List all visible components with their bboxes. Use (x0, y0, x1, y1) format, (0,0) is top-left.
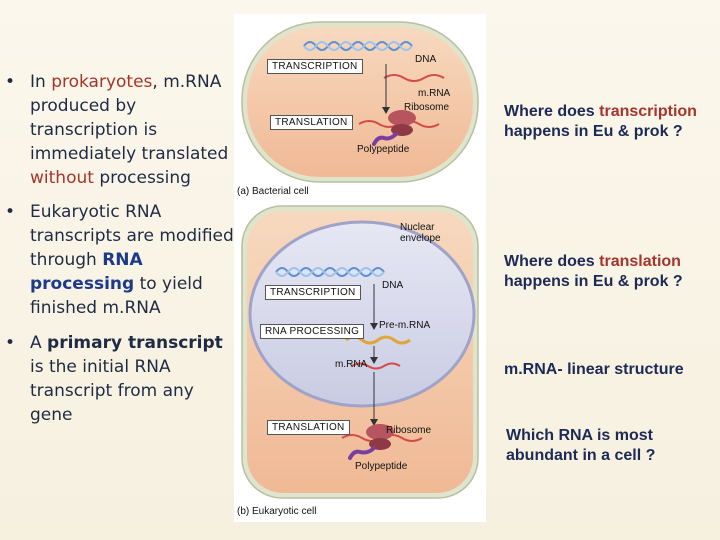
label-rna-processing: RNA PROCESSING (260, 324, 365, 339)
bullet-text: Eukaryotic RNA transcripts are modified … (30, 202, 234, 318)
label-nuclear-envelope: Nuclear envelope (400, 222, 441, 244)
label-euk-mrna: m.RNA (335, 359, 368, 370)
question-abundant-rna: Which RNA is most abundant in a cell ? (506, 427, 656, 464)
bacterial-mrna-strand (383, 74, 445, 82)
bullet-text: In prokaryotes, m.RNA produced by transc… (30, 72, 229, 188)
bacterial-arrow-head (382, 107, 390, 114)
bacterial-ribosome (388, 110, 416, 136)
label-euk-dna: DNA (382, 280, 404, 291)
term-without: without (30, 168, 94, 188)
term-transcription: transcription (599, 103, 697, 120)
bullet-list: • In prokaryotes, m.RNA produced by tran… (0, 0, 240, 540)
label-bact-transcription: TRANSCRIPTION (267, 59, 363, 74)
caption-eukaryotic: (b) Eukaryotic cell (237, 506, 317, 517)
label-bact-polypeptide: Polypeptide (357, 144, 410, 155)
question-transcription: Where does transcription happens in Eu &… (504, 103, 697, 140)
mrna-strand-nucleus (351, 362, 401, 370)
caption-bacterial: (a) Bacterial cell (237, 186, 309, 197)
euk-arrow-head-1 (370, 323, 378, 330)
question-translation: Where does translation happens in Eu & p… (504, 253, 683, 290)
label-euk-translation: TRANSLATION (267, 420, 350, 435)
bullet-text: A primary transcript is the initial RNA … (30, 333, 223, 425)
euk-arrow-head-2 (370, 357, 378, 364)
bullet-dot: • (5, 72, 16, 92)
gene-expression-figure: DNA TRANSCRIPTION m.RNA Ribosome TRANSLA… (234, 14, 486, 522)
bullet-dot: • (5, 333, 16, 353)
nucleus (248, 220, 476, 408)
label-bact-translation: TRANSLATION (270, 115, 353, 130)
label-pre-mrna: Pre-m.RNA (379, 320, 431, 331)
label-euk-polypeptide: Polypeptide (355, 461, 408, 472)
label-bact-ribosome: Ribosome (404, 102, 450, 113)
note-mrna-structure: m.RNA- linear structure (504, 361, 684, 378)
label-euk-ribosome: Ribosome (386, 425, 432, 436)
eukaryotic-polypeptide (348, 446, 376, 460)
term-translation: translation (599, 253, 681, 270)
term-rna-processing: RNA processing (30, 250, 143, 294)
bacterial-polypeptide (372, 132, 398, 146)
eukaryotic-dna-helix (275, 267, 385, 277)
euk-arrow-head-3 (370, 419, 378, 426)
label-bact-mrna: m.RNA (418, 88, 451, 99)
term-prokaryotes: prokaryotes (51, 72, 153, 92)
term-primary-transcript: primary transcript (47, 333, 223, 353)
label-bact-dna: DNA (415, 54, 437, 65)
bacterial-dna-helix (303, 41, 413, 51)
bullet-dot: • (5, 202, 16, 222)
label-euk-transcription: TRANSCRIPTION (265, 285, 361, 300)
